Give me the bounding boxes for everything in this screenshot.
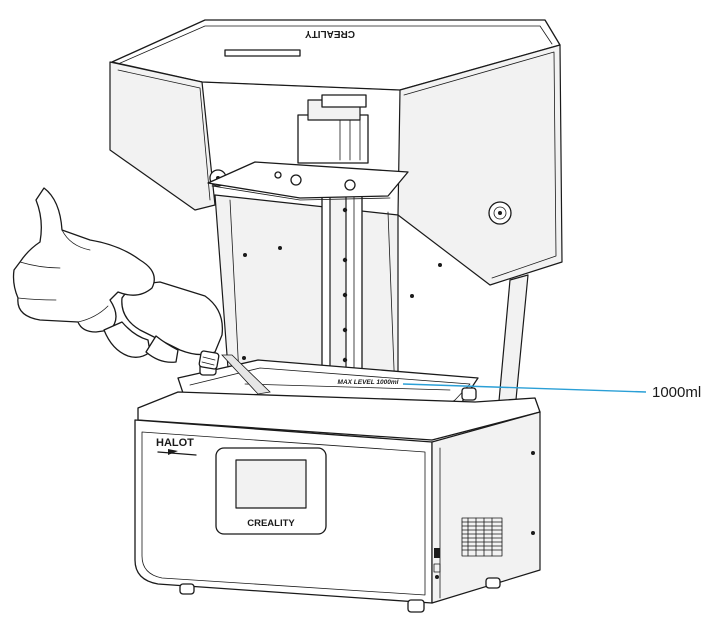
model-badge: HALOT — [156, 437, 194, 449]
front-brand-text: CREALITY — [247, 518, 295, 529]
usb-port-icon[interactable] — [434, 548, 440, 558]
max-level-mark: MAX LEVEL 1000ml — [338, 379, 399, 386]
volume-callout: 1000ml — [402, 383, 701, 401]
z-axis-assembly — [207, 94, 409, 371]
top-brand-text: CREALITY — [305, 28, 355, 39]
printer-lid: CREALITY — [109, 19, 563, 413]
resin-stream — [221, 354, 271, 395]
touch-screen[interactable] — [235, 459, 307, 509]
vent-grille — [461, 517, 503, 557]
callout-label: 1000ml — [652, 384, 701, 401]
printer-base: HALOT CREALITY — [134, 391, 541, 613]
callout-leader-line — [402, 383, 647, 393]
hand-pouring-bottle — [12, 187, 224, 370]
